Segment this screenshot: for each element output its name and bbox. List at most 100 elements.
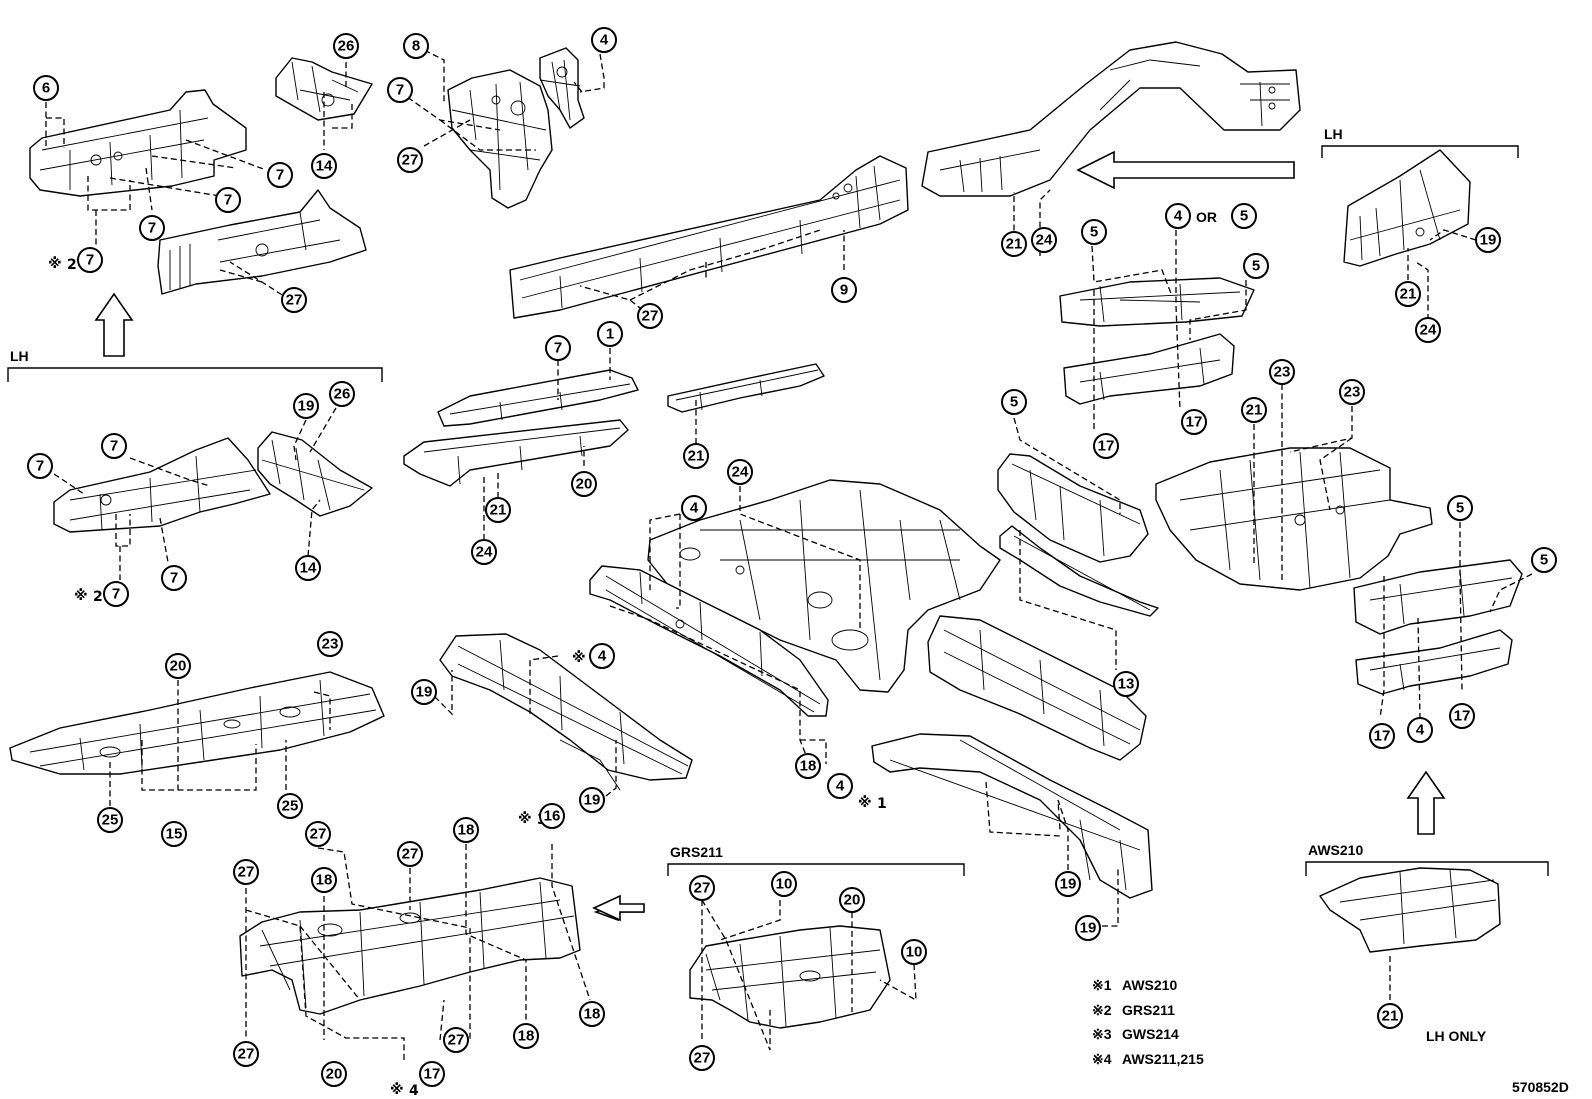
callout-17: 17 [1093,433,1119,459]
callout-7: 7 [139,215,165,241]
svg-text:17: 17 [1374,728,1391,745]
svg-text:25: 25 [102,812,119,829]
callout-4: 4 [1165,203,1191,229]
callout-21: 21 [1377,1003,1403,1029]
callout-25: 25 [97,807,123,833]
part-rear-side-member-extension [439,633,693,791]
svg-text:26: 26 [338,38,355,55]
callout-5: 5 [1231,203,1257,229]
callout-25: 25 [277,793,303,819]
callout-26: 26 [333,33,359,59]
diagram-id: 570852D [1512,1079,1569,1095]
footnote-4-text: AWS211,215 [1122,1051,1204,1067]
svg-text:10: 10 [776,876,793,893]
callout-17: 17 [1369,723,1395,749]
svg-text:5: 5 [1456,500,1464,517]
callout-5: 5 [1531,547,1557,573]
part-rear-crossmember-right [1353,559,1523,695]
part-aws210-floor-extension [1319,867,1501,953]
label-lh-top-right: LH [1324,126,1343,142]
callout-21: 21 [1001,231,1027,257]
svg-text:18: 18 [584,1006,601,1023]
parts [9,41,1523,1029]
arrow-left-top [1076,150,1295,190]
svg-text:4: 4 [690,500,699,517]
svg-text:16: 16 [544,808,561,825]
label-lh-only: LH ONLY [1426,1028,1487,1044]
label-lh-left: LH [10,348,29,364]
svg-text:27: 27 [694,880,711,897]
svg-text:24: 24 [732,464,749,481]
svg-text:27: 27 [448,1032,465,1049]
svg-text:23: 23 [1274,364,1291,381]
callout-21: 21 [485,497,511,523]
callout-7: 7 [103,581,129,607]
leader-lines [45,45,1533,1060]
callout-21: 21 [1241,397,1267,423]
callout-19: 19 [1475,227,1501,253]
svg-text:8: 8 [412,38,420,55]
svg-text:10: 10 [906,944,923,961]
callout-9: 9 [831,277,857,303]
label-or: OR [1196,209,1217,225]
svg-text:4: 4 [598,648,607,665]
callout-27: 27 [233,1041,259,1067]
callout-7: 7 [545,335,571,361]
svg-text:27: 27 [238,864,255,881]
part-lh-wheelhouse-inner [1343,149,1471,267]
svg-text:27: 27 [642,308,659,325]
svg-text:7: 7 [112,586,120,603]
svg-text:17: 17 [1454,708,1471,725]
callout-8: 8 [403,33,429,59]
part-rocker-panel [509,155,909,319]
callout-15: 15 [161,821,187,847]
callout-20: 20 [839,887,865,913]
callout-4: 4 [591,27,617,53]
label-grs211: GRS211 [670,844,723,860]
callout-5: 5 [1243,253,1269,279]
svg-text:21: 21 [1400,286,1417,303]
callout-19: 19 [1055,871,1081,897]
svg-text:20: 20 [576,476,593,493]
callout-16: 16 [539,803,565,829]
svg-text:21: 21 [1246,402,1263,419]
arrow-up-right [1406,770,1446,835]
mark-ref-4: ※ [390,1082,404,1098]
arrows [94,150,1446,922]
svg-text:21: 21 [1382,1008,1399,1025]
callout-7: 7 [215,187,241,213]
svg-text:18: 18 [518,1028,535,1045]
callout-27: 27 [689,875,715,901]
svg-text:14: 14 [300,560,317,577]
callout-17: 17 [1449,703,1475,729]
mark-ref-1-right-num: 1 [877,796,887,812]
footnote-1-key: ※1 [1092,977,1112,993]
svg-text:20: 20 [844,892,861,909]
callout-23: 23 [1269,359,1295,385]
callout-10: 10 [771,871,797,897]
mark-ref-3: ※ [518,811,532,827]
svg-text:1: 1 [606,326,614,343]
svg-text:27: 27 [238,1046,255,1063]
callout-27: 27 [281,287,307,313]
svg-text:19: 19 [1480,232,1497,249]
part-rear-member-lower [871,733,1153,899]
svg-text:7: 7 [170,570,178,587]
callout-19: 19 [1075,915,1101,941]
svg-text:20: 20 [326,1066,343,1083]
callout-24: 24 [1415,317,1441,343]
callout-20: 20 [571,471,597,497]
label-aws210: AWS210 [1308,842,1363,858]
callout-7: 7 [27,453,53,479]
svg-text:6: 6 [42,80,50,97]
mark-ref-2-lower: ※ [74,588,88,604]
callout-23: 23 [1339,379,1365,405]
svg-text:17: 17 [424,1066,441,1083]
callout-4: 4 [827,773,853,799]
svg-text:26: 26 [334,386,351,403]
callout-13: 13 [1113,671,1139,697]
part-rear-side-member-right [927,615,1147,761]
svg-text:20: 20 [170,658,187,675]
callout-7: 7 [161,565,187,591]
